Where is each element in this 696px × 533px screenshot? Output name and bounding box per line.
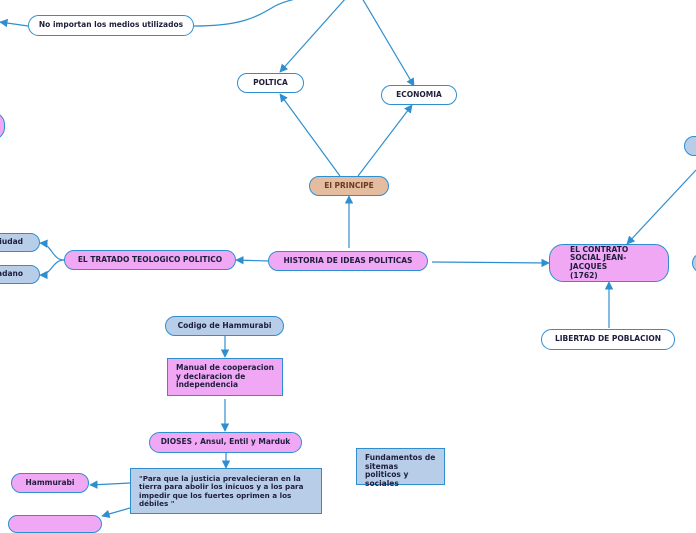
node-dioses[interactable]: DIOSES , Ansul, Entil y Marduk xyxy=(149,432,302,453)
node-offscreen-right-top[interactable] xyxy=(684,136,696,156)
edge-medios-left xyxy=(0,18,29,28)
edge-tratado-ciudad xyxy=(39,239,65,261)
node-manual[interactable]: Manual de cooperacion y declaracion de i… xyxy=(167,358,283,396)
edge-tratado-ciudadano xyxy=(39,259,65,280)
edge-principe-economia xyxy=(357,104,413,177)
edge-historia-contrato xyxy=(431,258,550,268)
edge-medios-top xyxy=(193,0,294,27)
node-historia[interactable]: HISTORIA DE IDEAS POLITICAS xyxy=(268,251,428,271)
node-codigo[interactable]: Codigo de Hammurabi xyxy=(165,316,284,336)
node-politica[interactable]: POLTICA xyxy=(237,73,304,93)
edge-top-economia xyxy=(362,0,415,87)
node-principe[interactable]: El PRINCIPE xyxy=(309,176,389,196)
node-tratado[interactable]: EL TRATADO TEOLOGICO POLITICO xyxy=(64,250,236,270)
node-justicia[interactable]: "Para que la justicia prevalecieran en l… xyxy=(130,468,322,514)
node-offscreen-bottom-left[interactable] xyxy=(8,515,102,533)
node-ciudadano[interactable]: dadano xyxy=(0,265,40,284)
node-contrato[interactable]: EL CONTRATO SOCIAL JEAN-JACQUES (1762) xyxy=(549,244,669,282)
node-hammurabi[interactable]: Hammurabi xyxy=(11,473,89,493)
edge-top-politica xyxy=(279,0,346,73)
node-ciudad[interactable]: ciudad xyxy=(0,233,40,252)
edge-justicia-hammurabi xyxy=(89,480,131,489)
node-medios[interactable]: No importan los medios utilizados xyxy=(28,15,194,36)
edge-right-contrato xyxy=(626,169,696,245)
connector-layer xyxy=(0,0,696,518)
edge-justicia-bottom xyxy=(101,507,131,518)
node-libertad[interactable]: LIBERTAD DE POBLACION xyxy=(541,329,675,350)
node-economia[interactable]: ECONOMIA xyxy=(381,85,457,105)
node-fundamentos[interactable]: Fundamentos de sitemas politicos y socia… xyxy=(356,448,445,488)
edge-historia-tratado xyxy=(235,256,269,265)
edge-principe-politica xyxy=(279,93,341,177)
